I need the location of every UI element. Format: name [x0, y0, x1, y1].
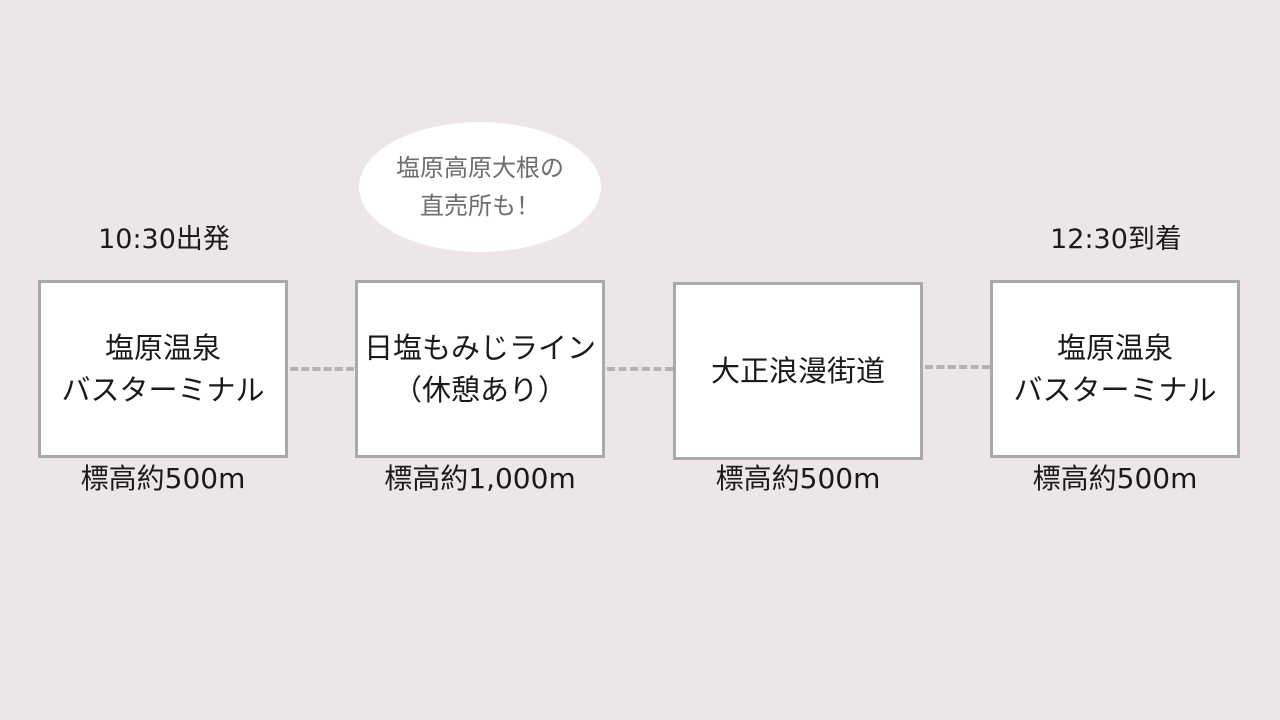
stop-elevation: 標高約500m	[1032, 462, 1198, 495]
stop-elevation: 標高約500m	[715, 462, 881, 495]
stop-elevation: 標高約1,000m	[384, 462, 576, 495]
stop-box-end: 塩原温泉 バスターミナル	[990, 280, 1240, 458]
stop-name: 日塩もみじライン （休憩あり）	[363, 331, 596, 407]
route-connector-1	[290, 367, 354, 371]
stop-name: 大正浪漫街道	[710, 354, 885, 388]
stop-name: 塩原温泉 バスターミナル	[1013, 331, 1217, 407]
note-bubble: 塩原高原大根の 直売所も！	[359, 122, 601, 252]
stop-box-start: 塩原温泉 バスターミナル	[38, 280, 288, 458]
route-connector-2	[607, 367, 673, 371]
departure-time-label: 10:30出発	[98, 224, 230, 255]
stop-elevation: 標高約500m	[80, 462, 246, 495]
route-connector-3	[925, 365, 990, 369]
arrival-time-label: 12:30到着	[1050, 224, 1182, 255]
stop-box-momiji-line: 日塩もみじライン （休憩あり）	[355, 280, 605, 458]
stop-box-taisho-roman: 大正浪漫街道	[673, 282, 923, 460]
stop-name: 塩原温泉 バスターミナル	[61, 331, 265, 407]
note-text: 塩原高原大根の 直売所も！	[396, 154, 564, 220]
